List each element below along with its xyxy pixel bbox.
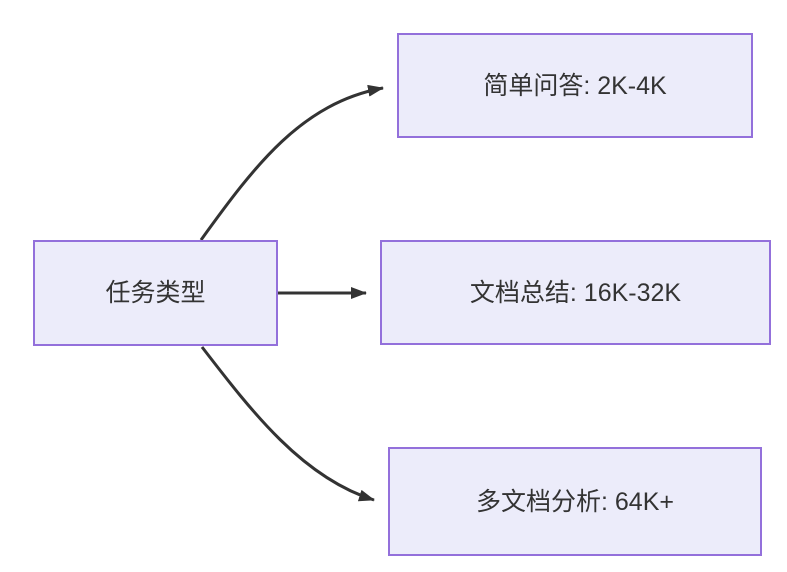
node-doc-summary-label: 文档总结: 16K-32K (469, 278, 682, 307)
node-task-type: 任务类型 (33, 240, 278, 346)
edge-root-to-simple-qa (199, 84, 384, 241)
node-simple-qa: 简单问答: 2K-4K (397, 33, 753, 138)
node-doc-summary: 文档总结: 16K-32K (380, 240, 771, 345)
node-simple-qa-label: 简单问答: 2K-4K (483, 71, 667, 100)
edge-root-to-multi-doc (200, 346, 375, 502)
node-task-type-label: 任务类型 (105, 279, 206, 307)
node-multi-doc-label: 多文档分析: 64K+ (476, 487, 674, 516)
node-multi-doc: 多文档分析: 64K+ (388, 447, 762, 556)
